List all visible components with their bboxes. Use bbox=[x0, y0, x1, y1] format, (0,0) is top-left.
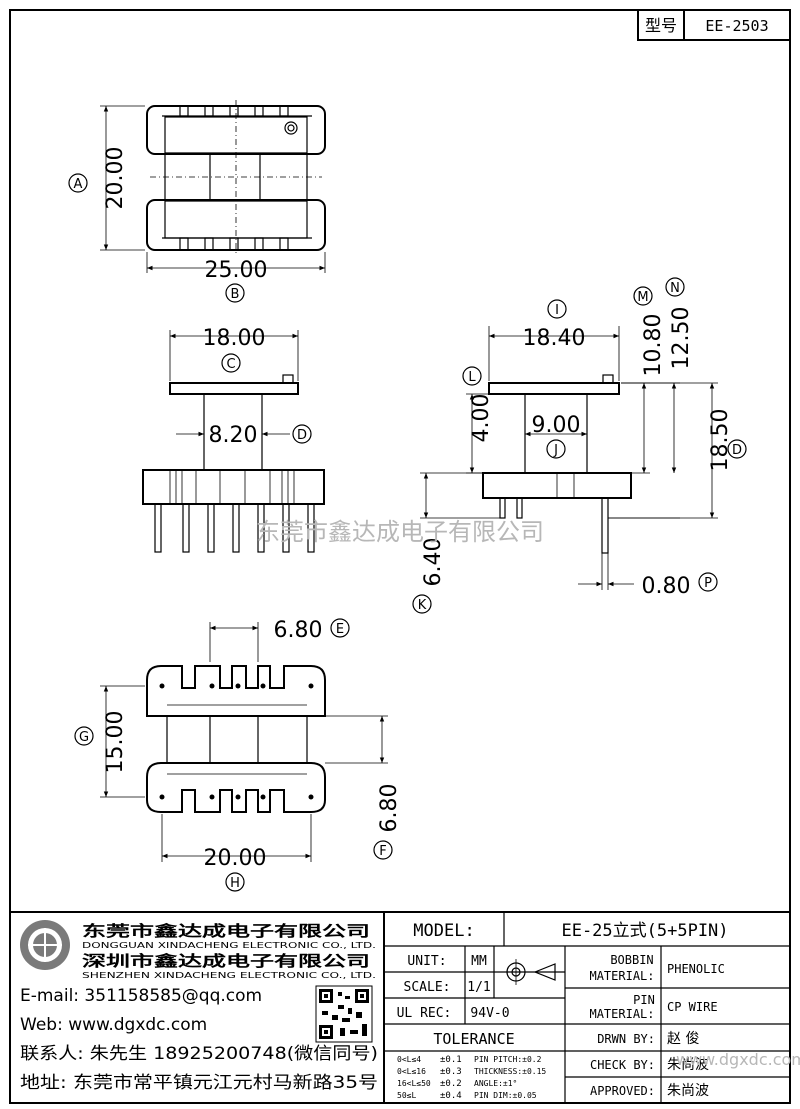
unit-value: MM bbox=[471, 954, 487, 969]
dim-H-tag: H bbox=[230, 876, 240, 891]
company-name-cn-1: 东莞市鑫达成电子有限公司 bbox=[82, 922, 370, 940]
dim-I-tag: I bbox=[555, 303, 559, 318]
pin-label-1: PIN bbox=[633, 993, 655, 1007]
bobbin-label-1: BOBBIN bbox=[610, 953, 653, 967]
dim-D-width-tag: D bbox=[297, 428, 307, 443]
dim-M-tag: M bbox=[637, 290, 648, 305]
company-name-en-2: SHENZHEN XINDACHENG ELECTRONIC CO., LTD. bbox=[82, 971, 376, 980]
part-number-value: EE-2503 bbox=[705, 17, 768, 35]
dim-P-tag: P bbox=[704, 576, 712, 591]
model-label: MODEL: bbox=[413, 921, 474, 941]
dim-J-tag: J bbox=[553, 443, 558, 458]
watermark-text: 东莞市鑫达成电子有限公司 bbox=[256, 518, 544, 546]
dim-B-value: 25.00 bbox=[205, 258, 268, 283]
tol-1-value: ±0.3 bbox=[440, 1067, 462, 1077]
dim-B-tag: B bbox=[231, 287, 240, 302]
dim-A-value: 20.00 bbox=[103, 147, 128, 210]
tol-2-range: 16<L≤50 bbox=[397, 1079, 431, 1088]
dim-F-value: 6.80 bbox=[377, 784, 402, 833]
company-web: Web: www.dgxdc.com bbox=[20, 1015, 207, 1035]
sheet-border bbox=[9, 9, 791, 1104]
dim-M-value: 10.80 bbox=[641, 314, 666, 377]
dim-J-value: 9.00 bbox=[532, 413, 581, 438]
company-name-en-1: DONGGUAN XINDACHENG ELECTRONIC CO., LTD. bbox=[82, 941, 376, 950]
company-contact: 联系人: 朱先生 18925200748(微信同号) bbox=[20, 1044, 378, 1064]
dim-H-value: 20.00 bbox=[204, 846, 267, 871]
dim-L-tag: L bbox=[468, 370, 476, 385]
dim-G-tag: G bbox=[79, 730, 89, 745]
dim-D-height-tag: D bbox=[732, 443, 742, 458]
company-address: 地址: 东莞市常平镇元江元村马新路35号 bbox=[20, 1073, 378, 1093]
top-view: 20.00 A 25.00 B bbox=[68, 100, 326, 303]
check-label: CHECK BY: bbox=[590, 1058, 655, 1072]
front-view: 18.00 C 8.20 D bbox=[142, 326, 325, 553]
scale-value: 1/1 bbox=[467, 980, 490, 995]
company-email: E-mail: 351158585@qq.com bbox=[20, 986, 262, 1006]
tol-2-item: ANGLE:±1° bbox=[474, 1079, 517, 1088]
title-block: MODEL: EE-25立式(5+5PIN) UNIT: MM SCALE: 1… bbox=[383, 912, 800, 1103]
dim-L-value: 4.00 bbox=[469, 394, 494, 443]
drawn-label: DRWN BY: bbox=[597, 1032, 655, 1046]
part-number-box: 型号 EE-2503 bbox=[637, 9, 791, 41]
approved-value: 朱尚波 bbox=[667, 1083, 709, 1099]
dim-F-tag: F bbox=[379, 844, 386, 859]
dim-N-tag: N bbox=[670, 281, 680, 296]
dim-C-value: 18.00 bbox=[203, 326, 266, 351]
tol-3-value: ±0.4 bbox=[440, 1091, 462, 1101]
dim-A-tag: A bbox=[74, 177, 83, 192]
company-name-cn-2: 深圳市鑫达成电子有限公司 bbox=[82, 952, 370, 970]
company-logo bbox=[20, 920, 70, 970]
dim-E-value: 6.80 bbox=[274, 618, 323, 643]
drawn-value: 赵 俊 bbox=[667, 1031, 699, 1047]
dim-G-value: 15.00 bbox=[103, 711, 128, 774]
dim-C-tag: C bbox=[226, 357, 235, 372]
dim-I-value: 18.40 bbox=[523, 326, 586, 351]
tol-3-range: 50≤L bbox=[397, 1091, 416, 1100]
dim-E-tag: E bbox=[336, 622, 344, 637]
tol-1-item: THICKNESS:±0.15 bbox=[474, 1067, 546, 1076]
company-block: 东莞市鑫达成电子有限公司 DONGGUAN XINDACHENG ELECTRO… bbox=[20, 920, 378, 1093]
tolerance-label: TOLERANCE bbox=[433, 1030, 514, 1048]
ul-value: 94V-0 bbox=[470, 1006, 509, 1021]
ul-label: UL REC: bbox=[397, 1006, 452, 1021]
pin-value: CP WIRE bbox=[667, 1000, 718, 1014]
tol-0-value: ±0.1 bbox=[440, 1055, 462, 1065]
dim-D-height-value: 18.50 bbox=[708, 409, 733, 472]
bobbin-value: PHENOLIC bbox=[667, 962, 725, 976]
projection-symbol-icon bbox=[503, 959, 556, 985]
tol-3-item: PIN DIM:±0.05 bbox=[474, 1091, 537, 1100]
approved-label: APPROVED: bbox=[590, 1084, 655, 1098]
dim-K-tag: K bbox=[418, 598, 427, 613]
pin-label-2: MATERIAL: bbox=[589, 1007, 654, 1021]
tol-2-value: ±0.2 bbox=[440, 1079, 462, 1089]
model-value: EE-25立式(5+5PIN) bbox=[561, 921, 728, 941]
dim-K-value: 6.40 bbox=[421, 538, 446, 587]
dim-P-value: 0.80 bbox=[642, 574, 691, 599]
unit-label: UNIT: bbox=[407, 954, 446, 969]
footer-watermark: www.dgxdc.com bbox=[676, 1050, 800, 1069]
tol-0-item: PIN PITCH:±0.2 bbox=[474, 1055, 542, 1064]
dim-N-value: 12.50 bbox=[669, 307, 694, 370]
bottom-view: 6.80 E 15.00 G 6.80 F 20.00 H bbox=[74, 618, 402, 892]
qr-code-icon bbox=[315, 985, 373, 1043]
tol-1-range: 0<L≤16 bbox=[397, 1067, 426, 1076]
part-number-label: 型号 bbox=[645, 16, 677, 35]
dim-D-width-value: 8.20 bbox=[209, 423, 258, 448]
check-value: 朱尚波 bbox=[667, 1057, 709, 1073]
tol-0-range: 0<L≤4 bbox=[397, 1055, 421, 1064]
scale-label: SCALE: bbox=[404, 980, 451, 995]
bobbin-label-2: MATERIAL: bbox=[589, 969, 654, 983]
side-view: 18.40 I 9.00 J 4.00 L 6.40 K 10.80 M 12.… bbox=[412, 277, 747, 614]
